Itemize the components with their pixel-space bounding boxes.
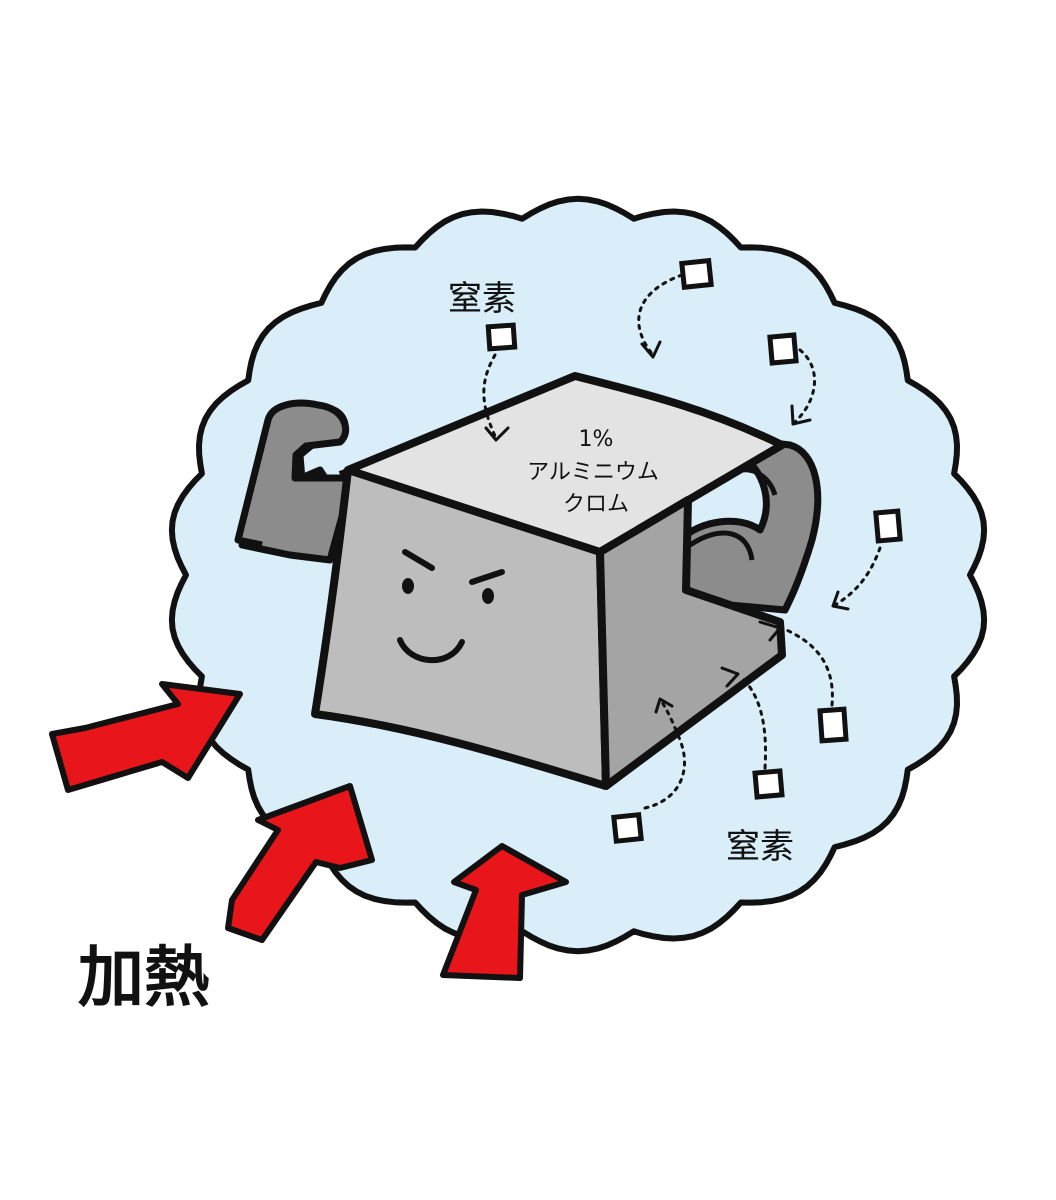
diffusion-arrowheads bbox=[484, 340, 850, 714]
arrowhead bbox=[640, 340, 662, 359]
nitrogen-label-top: 窒素 bbox=[448, 279, 516, 319]
arrowhead bbox=[758, 620, 782, 642]
diffusion-arrows bbox=[482, 273, 882, 810]
nitrogen-particle bbox=[873, 508, 903, 544]
dotted-arrow bbox=[833, 546, 882, 607]
nitrogen-particle bbox=[485, 322, 518, 352]
nitrogen-label-bottom: 窒素 bbox=[726, 827, 794, 867]
cube-side-face bbox=[596, 496, 786, 790]
left-upper-arm bbox=[234, 399, 350, 549]
arrowhead bbox=[720, 666, 740, 688]
arrowhead bbox=[484, 426, 510, 442]
arrowhead bbox=[790, 404, 812, 426]
right-bicep-line bbox=[688, 530, 755, 561]
cube-label-line-1: 1% bbox=[579, 427, 614, 452]
left-eyebrow bbox=[402, 549, 435, 571]
smile bbox=[397, 637, 465, 664]
dotted-arrow bbox=[780, 626, 834, 707]
dotted-arrow bbox=[793, 348, 816, 424]
left-eye bbox=[402, 578, 414, 594]
dotted-arrow bbox=[738, 674, 767, 770]
heat-label: 加熱 bbox=[78, 939, 210, 1016]
nitrogen-particle bbox=[767, 332, 799, 366]
cube-front-face bbox=[311, 466, 610, 790]
right-eye bbox=[482, 588, 494, 604]
right-eyebrow bbox=[469, 569, 505, 585]
heat-arrow-left bbox=[49, 681, 243, 793]
arrowhead bbox=[831, 590, 850, 611]
arrowhead bbox=[654, 697, 674, 714]
nitrogen-particle bbox=[679, 257, 714, 291]
heat-arrow-middle bbox=[225, 783, 375, 943]
dotted-arrow bbox=[482, 353, 498, 440]
nitrogen-particle bbox=[752, 768, 785, 800]
cube-label-line-3: クロム bbox=[563, 492, 629, 517]
heat-arrows bbox=[49, 681, 569, 981]
cube-label-line-2: アルミニウム bbox=[527, 460, 659, 485]
dotted-arrow bbox=[637, 273, 684, 357]
nitrogen-particles bbox=[485, 257, 903, 844]
nitrogen-particle bbox=[611, 811, 644, 844]
dotted-arrow bbox=[643, 700, 686, 810]
nitrogen-particle bbox=[817, 706, 849, 744]
heat-arrow-right bbox=[440, 843, 569, 981]
